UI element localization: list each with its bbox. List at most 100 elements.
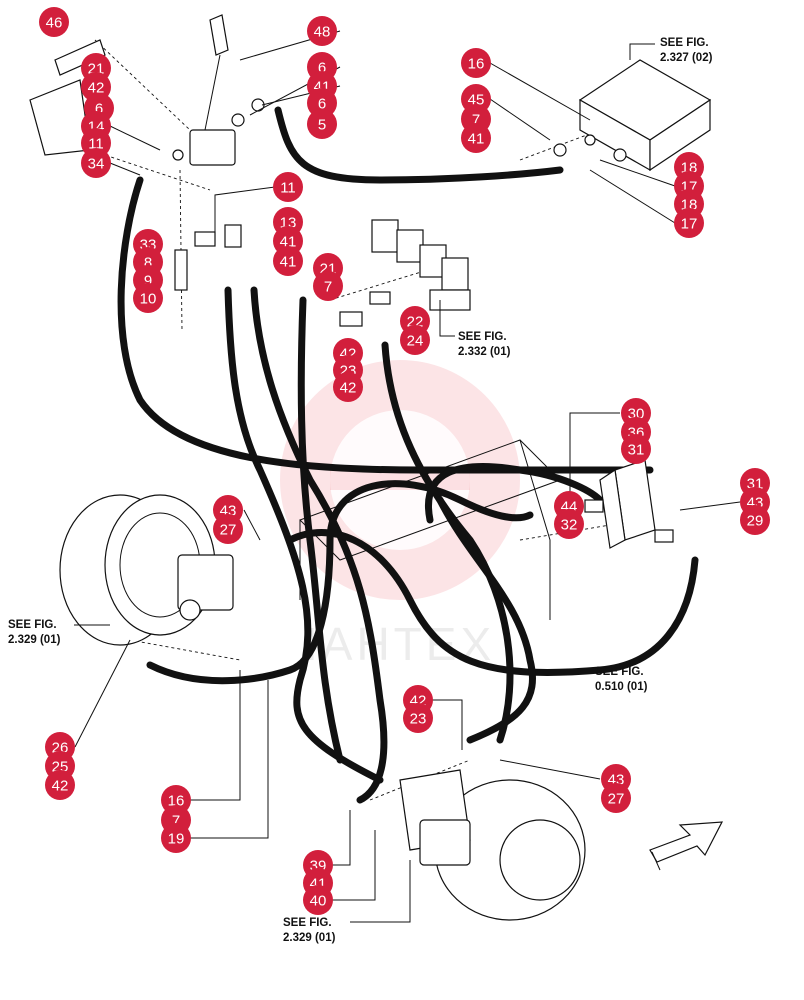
ref-label-3: SEE FIG. [8,619,57,631]
callout-number: 6 [95,101,103,118]
callout-circle [213,514,243,544]
callout-circle [601,783,631,813]
ref-label-5b: 2.329 (01) [283,932,336,944]
callout-circle [303,885,333,915]
direction-arrow-icon [649,821,724,871]
callout-circle [273,172,303,202]
ref-label-4: SEE FIG. [595,666,644,678]
callout-42: 42 [45,770,75,800]
callout-number: 29 [747,513,764,530]
callout-circle [461,48,491,78]
travel-motor-left [59,494,234,646]
callout-number: 6 [318,60,326,77]
callout-circle [740,505,770,535]
ref-label-5: SEE FIG. [283,917,332,929]
hoses [117,106,699,804]
callout-31: 31 [621,434,651,464]
solenoid-valves [371,219,471,311]
ref-label-3b: 2.329 (01) [8,634,61,646]
callout-number: 42 [340,380,357,397]
callout-number: 17 [681,216,698,233]
callout-number: 42 [88,80,105,97]
callout-number: 24 [407,333,424,350]
callout-number: 5 [318,117,326,134]
callout-number: 7 [472,112,480,129]
callouts: 4648641652142614113416457411817181711134… [39,7,770,915]
callout-number: 31 [628,442,645,459]
callout-5: 5 [307,109,337,139]
callout-16: 16 [461,48,491,78]
callout-circle [273,246,303,276]
callout-number: 27 [608,791,625,808]
callout-7: 7 [313,271,343,301]
callout-number: 41 [468,131,485,148]
callout-19: 19 [161,823,191,853]
callout-circle [39,7,69,37]
callout-circle [307,109,337,139]
center-fittings [174,224,391,327]
callout-number: 45 [468,92,485,109]
callout-number: 41 [280,234,297,251]
callout-circle [461,123,491,153]
ref-label-2b: 2.332 (01) [458,346,511,358]
callout-number: 16 [168,793,185,810]
ref-label-1: SEE FIG. [660,37,709,49]
callout-number: 40 [310,893,327,910]
callout-number: 42 [52,778,69,795]
callout-48: 48 [307,16,337,46]
callout-number: 46 [46,15,63,32]
ref-label-2: SEE FIG. [458,331,507,343]
callout-circle [333,372,363,402]
callout-27: 27 [601,783,631,813]
reference-labels: SEE FIG. 2.327 (02) SEE FIG. 2.332 (01) … [8,37,713,944]
callout-number: 34 [88,156,105,173]
distribution-block [584,459,674,549]
travel-motor-bottom [399,769,586,921]
callout-number: 9 [144,273,152,290]
callout-number: 11 [280,180,296,197]
callout-number: 8 [144,255,152,272]
callout-number: 48 [314,24,331,41]
callout-46: 46 [39,7,69,37]
callout-number: 27 [220,522,237,539]
callout-circle [45,770,75,800]
callout-10: 10 [133,283,163,313]
callout-leaders [74,30,741,901]
callout-6: 6 [307,88,337,118]
callout-42: 42 [333,372,363,402]
callout-number: 23 [410,711,427,728]
callout-number: 10 [140,291,157,308]
callout-circle [81,148,111,178]
lever-assembly [29,14,265,166]
callout-circle [403,703,433,733]
ref-label-1b: 2.327 (02) [660,52,713,64]
callout-17: 17 [674,208,704,238]
callout-circle [133,283,163,313]
callout-number: 6 [318,96,326,113]
callout-circle [400,325,430,355]
callout-27: 27 [213,514,243,544]
callout-40: 40 [303,885,333,915]
callout-circle [161,823,191,853]
frame [299,439,561,620]
callout-circle [674,208,704,238]
callout-circle [313,271,343,301]
watermark-text: IAHTEX [305,618,495,670]
callout-circle [307,16,337,46]
callout-24: 24 [400,325,430,355]
callout-circle [307,88,337,118]
callout-23: 23 [403,703,433,733]
callout-41: 41 [461,123,491,153]
callout-32: 32 [554,509,584,539]
callout-number: 11 [88,136,104,153]
callout-34: 34 [81,148,111,178]
callout-circle [621,434,651,464]
callout-circle [554,509,584,539]
callout-number: 41 [280,254,297,271]
callout-number: 7 [172,813,180,830]
callout-11: 11 [273,172,303,202]
callout-29: 29 [740,505,770,535]
ref-label-4b: 0.510 (01) [595,681,648,693]
callout-number: 7 [324,279,332,296]
